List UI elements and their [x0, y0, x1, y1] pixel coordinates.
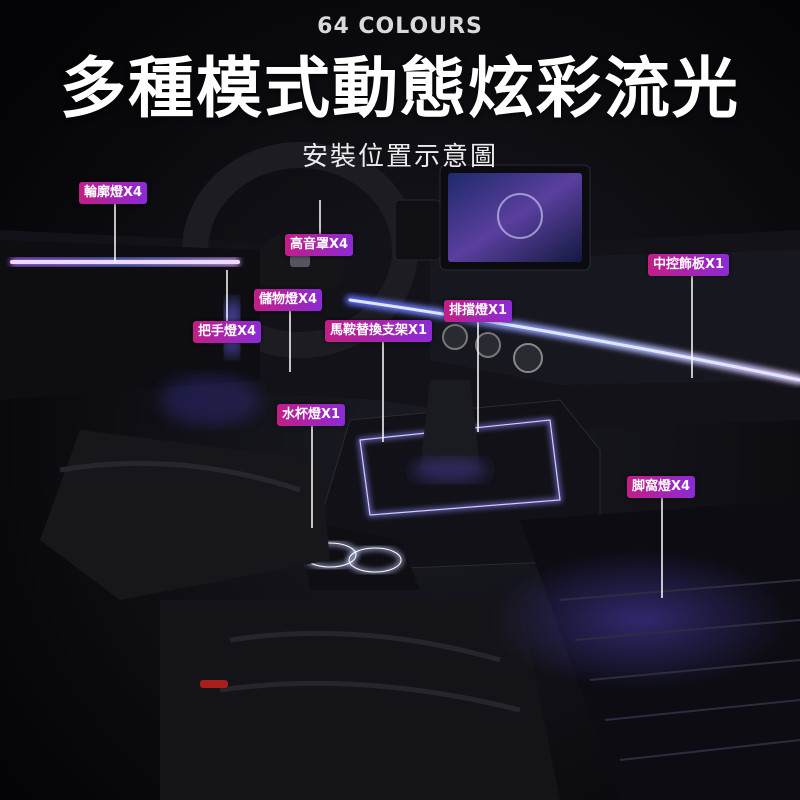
- subhead: 安裝位置示意圖: [301, 142, 498, 172]
- callout-cupholder-light: 水杯燈X1: [277, 404, 346, 426]
- eyebrow-text: 64 COLOURS: [317, 14, 483, 39]
- headline: 多種模式動態炫彩流光: [60, 50, 740, 127]
- callout-footwell-light: 脚窩燈X4: [627, 476, 696, 498]
- callout-console-trim: 中控飾板X1: [648, 254, 730, 276]
- callout-saddle-bracket: 馬鞍替換支架X1: [325, 320, 433, 342]
- callout-storage-light: 儲物燈X4: [254, 289, 323, 311]
- callout-gear-light: 排擋燈X1: [444, 300, 513, 322]
- callout-tweeter-cover: 高音罩X4: [285, 234, 354, 256]
- callout-handle-light: 把手燈X4: [193, 321, 262, 343]
- callout-outline-light: 輪廓燈X4: [79, 182, 148, 204]
